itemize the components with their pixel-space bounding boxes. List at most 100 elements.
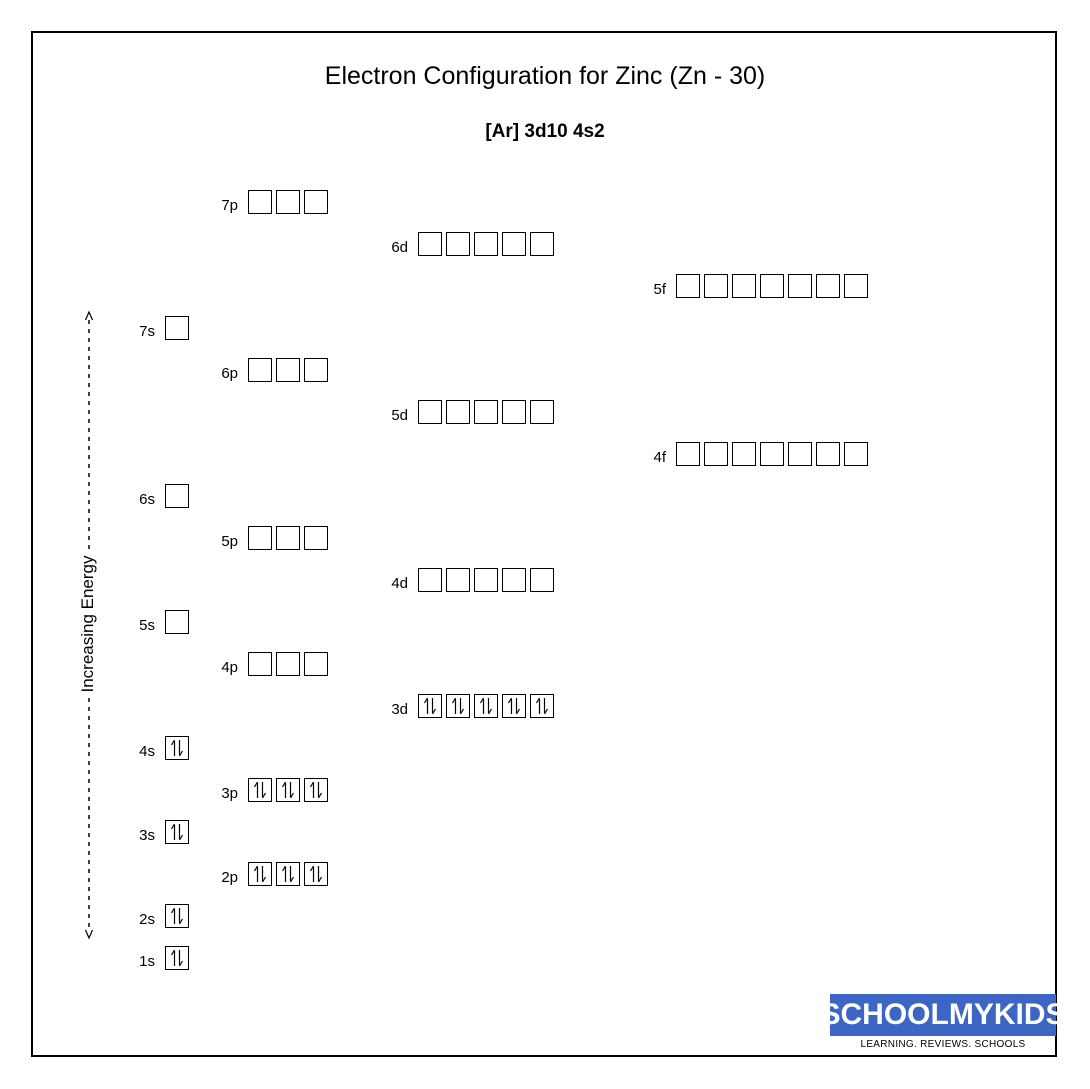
electron-pair-icon <box>170 823 184 841</box>
orbital-label: 7s <box>139 322 155 340</box>
empty-orbital-box <box>304 526 328 550</box>
empty-orbital-box <box>276 190 300 214</box>
paired-electron-box <box>248 862 272 886</box>
orbital-3d: 3d <box>380 693 554 719</box>
orbital-boxes <box>418 400 554 424</box>
orbital-6p: 6p <box>210 357 328 383</box>
orbital-5f: 5f <box>638 273 868 299</box>
empty-orbital-box <box>446 400 470 424</box>
electron-pair-icon <box>309 865 323 883</box>
empty-orbital-box <box>760 442 784 466</box>
empty-orbital-box <box>418 400 442 424</box>
electron-pair-icon <box>281 781 295 799</box>
empty-orbital-box <box>816 442 840 466</box>
orbital-label: 6s <box>139 490 155 508</box>
configuration-notation: [Ar] 3d10 4s2 <box>485 121 605 142</box>
empty-orbital-box <box>165 316 189 340</box>
orbital-3p: 3p <box>210 777 328 803</box>
energy-axis-arrow <box>84 310 94 940</box>
electron-pair-icon <box>253 781 267 799</box>
orbital-label: 6d <box>391 238 408 256</box>
orbital-boxes <box>248 778 328 802</box>
orbital-label: 6p <box>221 364 238 382</box>
paired-electron-box <box>276 862 300 886</box>
empty-orbital-box <box>732 274 756 298</box>
orbital-5s: 5s <box>127 609 189 635</box>
paired-electron-box <box>165 904 189 928</box>
orbital-boxes <box>418 232 554 256</box>
empty-orbital-box <box>446 232 470 256</box>
orbital-label: 5f <box>653 280 666 298</box>
orbital-boxes <box>165 904 189 928</box>
paired-electron-box <box>165 736 189 760</box>
empty-orbital-box <box>816 274 840 298</box>
electron-pair-icon <box>281 865 295 883</box>
logo-tagline: LEARNING. REVIEWS. SCHOOLS <box>860 1039 1026 1050</box>
orbital-boxes <box>418 694 554 718</box>
empty-orbital-box <box>676 274 700 298</box>
orbital-4d: 4d <box>380 567 554 593</box>
empty-orbital-box <box>530 568 554 592</box>
empty-orbital-box <box>276 526 300 550</box>
empty-orbital-box <box>732 442 756 466</box>
orbital-label: 2s <box>139 910 155 928</box>
orbital-4f: 4f <box>638 441 868 467</box>
empty-orbital-box <box>248 190 272 214</box>
orbital-label: 5d <box>391 406 408 424</box>
orbital-boxes <box>248 358 328 382</box>
empty-orbital-box <box>446 568 470 592</box>
empty-orbital-box <box>304 652 328 676</box>
orbital-label: 4d <box>391 574 408 592</box>
logo-wordmark: SCHOOLMYKIDS <box>821 994 1066 1036</box>
paired-electron-box <box>304 778 328 802</box>
paired-electron-box <box>165 946 189 970</box>
electron-pair-icon <box>423 697 437 715</box>
paired-electron-box <box>530 694 554 718</box>
empty-orbital-box <box>760 274 784 298</box>
paired-electron-box <box>304 862 328 886</box>
empty-orbital-box <box>418 568 442 592</box>
orbital-boxes <box>248 526 328 550</box>
empty-orbital-box <box>474 568 498 592</box>
paired-electron-box <box>165 820 189 844</box>
empty-orbital-box <box>276 652 300 676</box>
orbital-5d: 5d <box>380 399 554 425</box>
orbital-label: 4p <box>221 658 238 676</box>
orbital-boxes <box>165 316 189 340</box>
arrow-down-icon <box>84 929 94 940</box>
empty-orbital-box <box>502 568 526 592</box>
orbital-label: 3d <box>391 700 408 718</box>
orbital-4s: 4s <box>127 735 189 761</box>
axis-label: Increasing Energy <box>78 550 98 698</box>
paired-electron-box <box>276 778 300 802</box>
empty-orbital-box <box>676 442 700 466</box>
orbital-2s: 2s <box>127 903 189 929</box>
empty-orbital-box <box>844 442 868 466</box>
paired-electron-box <box>418 694 442 718</box>
paired-electron-box <box>446 694 470 718</box>
orbital-3s: 3s <box>127 819 189 845</box>
arrow-up-icon <box>84 310 94 321</box>
electron-pair-icon <box>479 697 493 715</box>
empty-orbital-box <box>502 232 526 256</box>
orbital-label: 4s <box>139 742 155 760</box>
orbital-7s: 7s <box>127 315 189 341</box>
empty-orbital-box <box>248 652 272 676</box>
empty-orbital-box <box>530 400 554 424</box>
empty-orbital-box <box>704 274 728 298</box>
orbital-boxes <box>248 652 328 676</box>
orbital-boxes <box>248 862 328 886</box>
diagram-frame <box>31 31 1057 1057</box>
orbital-5p: 5p <box>210 525 328 551</box>
orbital-label: 4f <box>653 448 666 466</box>
orbital-6d: 6d <box>380 231 554 257</box>
empty-orbital-box <box>502 400 526 424</box>
orbital-boxes <box>676 442 868 466</box>
electron-pair-icon <box>170 949 184 967</box>
paired-electron-box <box>248 778 272 802</box>
empty-orbital-box <box>530 232 554 256</box>
electron-pair-icon <box>253 865 267 883</box>
empty-orbital-box <box>788 274 812 298</box>
orbital-boxes <box>165 484 189 508</box>
orbital-boxes <box>676 274 868 298</box>
